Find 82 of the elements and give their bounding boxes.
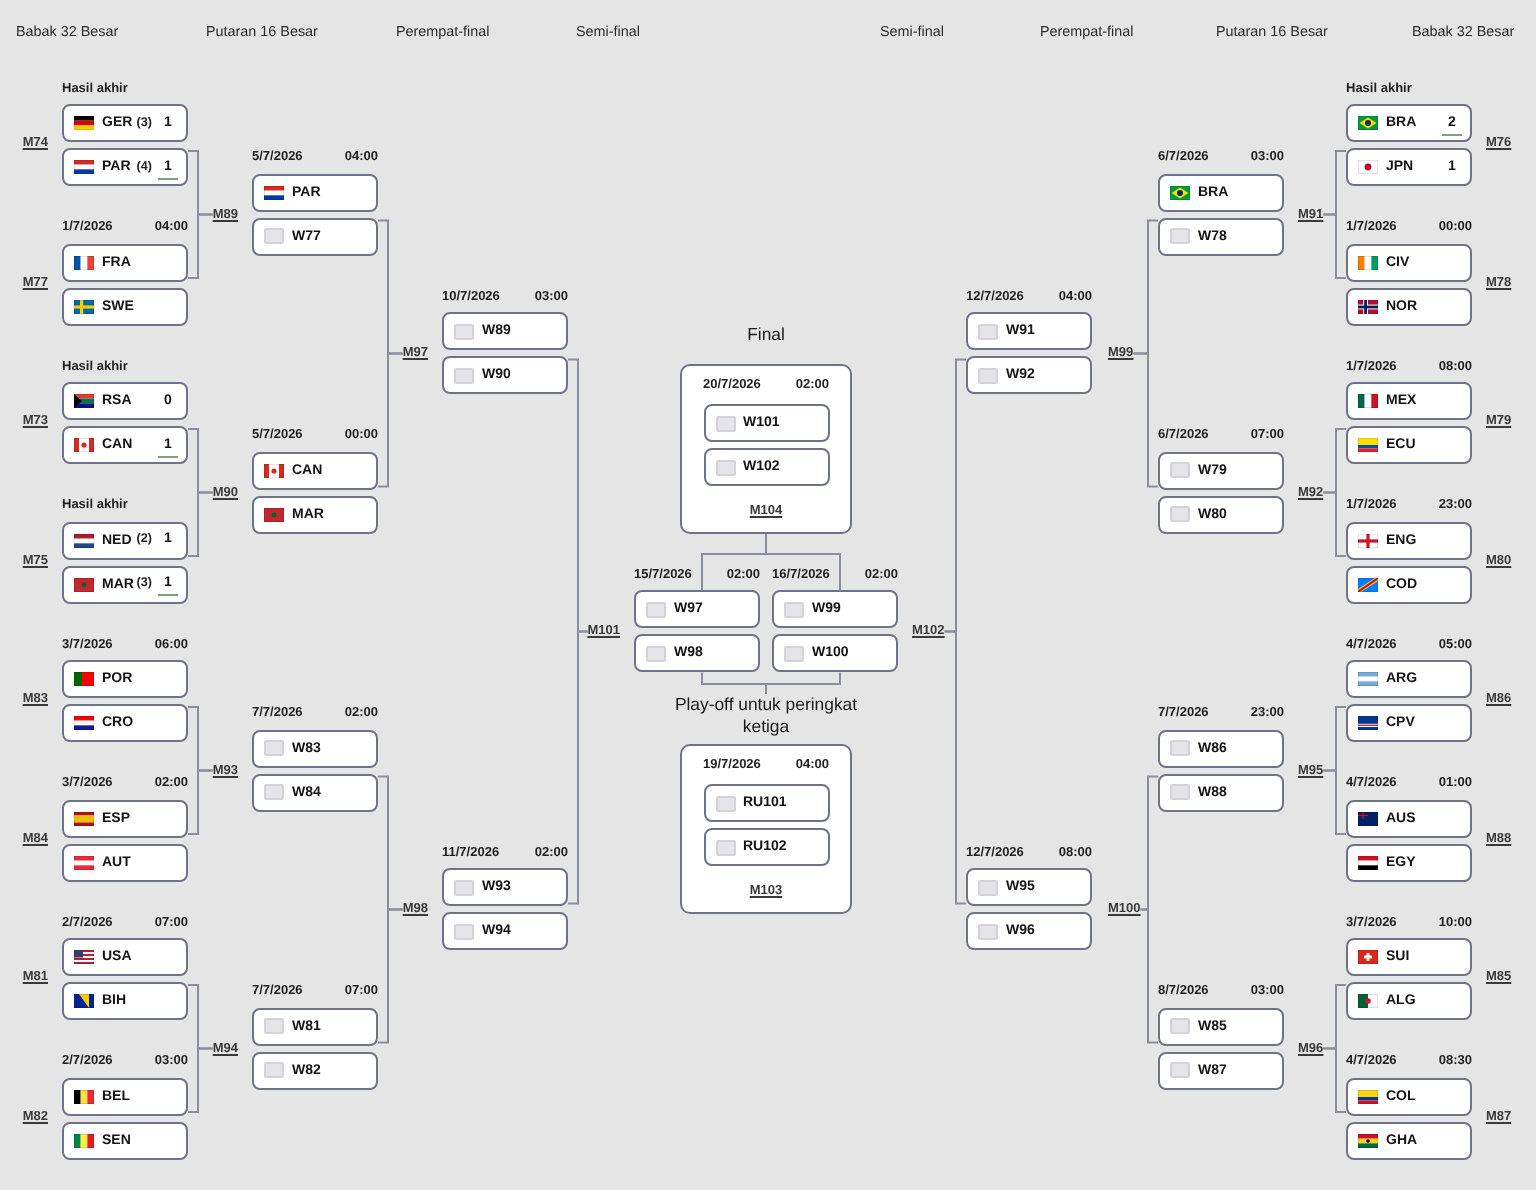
team-slot — [772, 634, 898, 673]
team-slot — [1346, 1121, 1472, 1159]
team-slot — [62, 148, 188, 186]
team-slot — [966, 356, 1092, 395]
team-slot — [62, 1077, 188, 1115]
team-slot — [442, 912, 568, 951]
team-slot — [442, 356, 568, 395]
bracket-line — [1132, 352, 1159, 488]
team-slot — [703, 784, 829, 822]
bracket-line — [943, 630, 967, 905]
team-slot — [252, 451, 378, 490]
team-slot — [1346, 660, 1472, 698]
team-slot — [62, 660, 188, 698]
team-slot — [62, 243, 188, 281]
team-slot — [634, 634, 760, 673]
team-slot — [1346, 521, 1472, 559]
team-slot — [1346, 982, 1472, 1020]
team-slot — [966, 868, 1092, 907]
team-slot — [62, 104, 188, 142]
team-slot — [1346, 287, 1472, 325]
team-slot — [252, 773, 378, 812]
bracket-line — [567, 630, 589, 905]
team-slot — [62, 287, 188, 325]
team-slot — [772, 590, 898, 629]
team-slot — [1346, 426, 1472, 464]
team-slot — [252, 1007, 378, 1046]
team-slot — [966, 912, 1092, 951]
team-slot — [1346, 938, 1472, 976]
stage-heading: Final — [747, 322, 785, 348]
team-slot — [1158, 173, 1284, 212]
team-slot — [1346, 843, 1472, 881]
team-slot — [703, 448, 829, 486]
team-slot — [62, 521, 188, 559]
team-slot — [1346, 243, 1472, 281]
team-slot — [442, 868, 568, 907]
bracket-line — [765, 533, 841, 592]
stage-heading: Play-off untuk peringkat ketiga — [672, 694, 860, 738]
team-slot — [62, 1121, 188, 1159]
team-slot — [1346, 704, 1472, 742]
bracket-line — [1322, 213, 1347, 279]
team-slot — [1346, 104, 1472, 142]
team-slot — [1158, 1051, 1284, 1090]
team-slot — [1346, 382, 1472, 420]
team-slot — [62, 982, 188, 1020]
team-slot — [1158, 729, 1284, 768]
bracket-line — [187, 769, 214, 835]
team-slot — [252, 173, 378, 212]
team-slot — [252, 495, 378, 534]
team-slot — [966, 312, 1092, 351]
bracket-line — [187, 491, 214, 557]
team-slot — [62, 704, 188, 742]
bracket-line — [1322, 1047, 1347, 1113]
team-slot — [703, 828, 829, 866]
bracket-line — [377, 908, 404, 1044]
bracket-line — [1322, 769, 1347, 835]
team-slot — [1158, 217, 1284, 256]
team-slot — [1158, 1007, 1284, 1046]
team-slot — [62, 426, 188, 464]
team-slot — [62, 843, 188, 881]
team-slot — [1158, 773, 1284, 812]
bracket-line — [187, 213, 214, 279]
bracket-line — [1139, 908, 1159, 1044]
team-slot — [252, 729, 378, 768]
team-slot — [703, 404, 829, 442]
bracket-line — [187, 1047, 214, 1113]
team-slot — [1346, 1077, 1472, 1115]
team-slot — [442, 312, 568, 351]
team-slot — [252, 217, 378, 256]
bracket-line — [765, 671, 841, 695]
bracket-line — [1322, 491, 1347, 557]
team-slot — [1346, 565, 1472, 603]
team-slot — [62, 565, 188, 603]
bracket-line — [377, 352, 404, 488]
team-slot — [62, 799, 188, 837]
team-slot — [62, 938, 188, 976]
team-slot — [252, 1051, 378, 1090]
team-slot — [634, 590, 760, 629]
team-slot — [1158, 495, 1284, 534]
team-slot — [1346, 148, 1472, 186]
team-slot — [62, 382, 188, 420]
team-slot — [1158, 451, 1284, 490]
team-slot — [1346, 799, 1472, 837]
